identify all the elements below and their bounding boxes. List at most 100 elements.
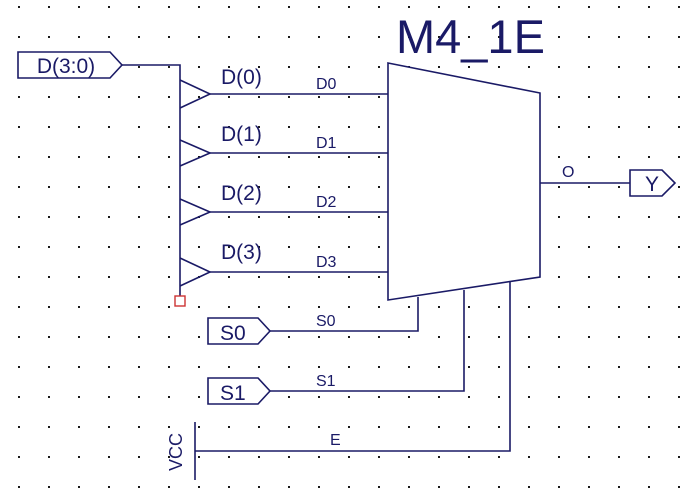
grid-dot: [588, 246, 590, 248]
grid-dot: [618, 156, 620, 158]
enable-net-label: E: [330, 432, 341, 449]
select-wire-s1[interactable]: [270, 290, 465, 392]
grid-dot: [168, 426, 170, 428]
grid-dot: [558, 126, 560, 128]
grid-dot: [468, 366, 470, 368]
grid-dot: [258, 126, 260, 128]
grid-dot: [498, 456, 500, 458]
grid-dot: [318, 246, 320, 248]
grid-dot: [198, 36, 200, 38]
grid-dot: [378, 366, 380, 368]
grid-dot: [528, 306, 530, 308]
grid-dot: [498, 36, 500, 38]
grid-dot: [348, 156, 350, 158]
grid-dot: [588, 396, 590, 398]
grid-dot: [138, 36, 140, 38]
bus-port-label: D(3:0): [37, 55, 95, 78]
grid-dot: [138, 306, 140, 308]
grid-dot: [678, 486, 680, 488]
grid-dot: [318, 306, 320, 308]
grid-dot: [138, 396, 140, 398]
grid-dot: [618, 36, 620, 38]
bus-tap-1[interactable]: D(1) D1: [179, 123, 388, 167]
grid-dot: [468, 66, 470, 68]
grid-dot: [678, 156, 680, 158]
grid-dot: [678, 246, 680, 248]
grid-dot: [288, 156, 290, 158]
grid-dot: [378, 66, 380, 68]
grid-dot: [498, 306, 500, 308]
grid-dot: [498, 336, 500, 338]
grid-dot: [48, 246, 50, 248]
grid-dot: [348, 276, 350, 278]
grid-dot: [198, 126, 200, 128]
grid-dot: [618, 6, 620, 8]
grid-dot: [558, 486, 560, 488]
grid-dot: [438, 456, 440, 458]
grid-dot: [288, 246, 290, 248]
grid-dot: [588, 456, 590, 458]
grid-dot: [618, 486, 620, 488]
grid-dot: [138, 156, 140, 158]
grid-dot: [588, 6, 590, 8]
grid-dot: [348, 216, 350, 218]
grid-dot: [288, 96, 290, 98]
grid-dot: [48, 306, 50, 308]
grid-dot: [528, 396, 530, 398]
data-bus[interactable]: [122, 64, 181, 296]
grid-dot: [198, 186, 200, 188]
pin-label-d3: D3: [316, 254, 337, 271]
grid-dot: [198, 456, 200, 458]
grid-dot: [258, 6, 260, 8]
tap-label-d1: D(1): [221, 123, 262, 146]
grid-dot: [168, 306, 170, 308]
grid-dot: [108, 36, 110, 38]
bus-tap-0[interactable]: D(0) D0: [179, 66, 388, 109]
grid-dot: [228, 276, 230, 278]
select-port-s1[interactable]: S1: [207, 377, 272, 405]
grid-dot: [318, 156, 320, 158]
grid-dot: [48, 426, 50, 428]
grid-dot: [318, 6, 320, 8]
grid-dot: [18, 366, 20, 368]
grid-dot: [678, 396, 680, 398]
grid-dot: [648, 126, 650, 128]
enable-wire[interactable]: [195, 281, 511, 452]
grid-dot: [318, 216, 320, 218]
pin-label-d0: D0: [316, 76, 337, 93]
grid-dot: [168, 456, 170, 458]
grid-dot: [678, 216, 680, 218]
grid-dot: [258, 156, 260, 158]
grid-dot: [228, 306, 230, 308]
grid-dot: [348, 486, 350, 488]
grid-dot: [168, 66, 170, 68]
grid-dot: [468, 456, 470, 458]
grid-dot: [318, 36, 320, 38]
grid-dot: [108, 6, 110, 8]
grid-dot: [228, 126, 230, 128]
grid-dot: [48, 6, 50, 8]
grid-dot: [468, 6, 470, 8]
select-port-s0[interactable]: S0: [207, 317, 272, 345]
grid-dot: [618, 96, 620, 98]
mux-component[interactable]: [387, 62, 541, 301]
grid-dot: [18, 6, 20, 8]
output-port-y[interactable]: Y: [629, 169, 677, 197]
bus-input-port[interactable]: D(3:0): [17, 51, 124, 79]
grid-dot: [558, 366, 560, 368]
grid-dot: [48, 456, 50, 458]
grid-dot: [618, 276, 620, 278]
pin-label-d1: D1: [316, 135, 337, 152]
vcc-label: VCC: [166, 433, 186, 471]
bus-tap-2[interactable]: D(2) D2: [179, 182, 388, 226]
grid-dot: [588, 156, 590, 158]
bus-tap-3[interactable]: D(3) D3: [179, 241, 388, 287]
grid-dot: [498, 66, 500, 68]
grid-dot: [558, 6, 560, 8]
select-wire-s0[interactable]: [270, 297, 419, 332]
grid-dot: [108, 486, 110, 488]
grid-dot: [348, 6, 350, 8]
grid-dot: [378, 186, 380, 188]
grid-dot: [498, 486, 500, 488]
grid-dot: [678, 6, 680, 8]
